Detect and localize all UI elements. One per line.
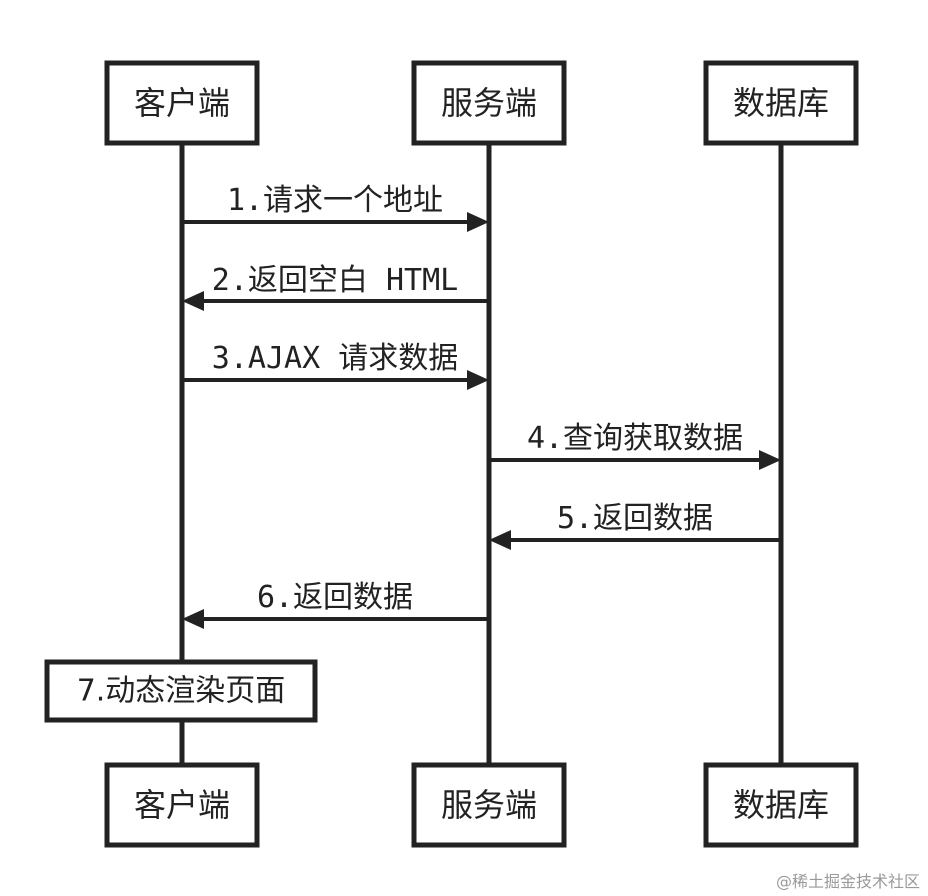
arrow-left-icon: [182, 291, 204, 311]
participant-label-server: 服务端: [441, 84, 537, 122]
message-label: 6.返回数据: [257, 580, 413, 615]
participant-label-database: 数据库: [733, 786, 829, 824]
message-2: 2.返回空白 HTML: [182, 263, 489, 311]
participant-bottom-client: 客户端: [104, 762, 260, 848]
message-label: 2.返回空白 HTML: [212, 263, 458, 298]
note-render-page: 7.动态渲染页面: [44, 659, 318, 723]
arrow-right-icon: [759, 450, 781, 470]
arrow-right-icon: [467, 212, 489, 232]
message-label: 3.AJAX 请求数据: [212, 341, 458, 376]
message-5: 5.返回数据: [489, 501, 781, 550]
message-label: 4.查询获取数据: [527, 421, 743, 456]
message-6: 6.返回数据: [182, 580, 489, 629]
participant-top-client: 客户端: [104, 60, 260, 146]
message-label: 5.返回数据: [557, 501, 713, 536]
message-4: 4.查询获取数据: [489, 421, 781, 470]
arrow-right-icon: [467, 370, 489, 390]
arrow-left-icon: [489, 530, 511, 550]
message-1: 1.请求一个地址: [182, 183, 489, 232]
arrow-left-icon: [182, 609, 204, 629]
watermark: @稀土掘金技术社区: [775, 872, 920, 891]
participant-label-client: 客户端: [134, 84, 230, 122]
participant-top-server: 服务端: [411, 60, 567, 146]
participant-bottom-database: 数据库: [703, 762, 859, 848]
participant-label-server: 服务端: [441, 786, 537, 824]
participant-bottom-server: 服务端: [411, 762, 567, 848]
message-3: 3.AJAX 请求数据: [182, 341, 489, 390]
participant-label-database: 数据库: [733, 84, 829, 122]
participant-label-client: 客户端: [134, 786, 230, 824]
message-label: 1.请求一个地址: [227, 183, 443, 218]
participant-top-database: 数据库: [703, 60, 859, 146]
note-label: 7.动态渲染页面: [77, 674, 286, 709]
